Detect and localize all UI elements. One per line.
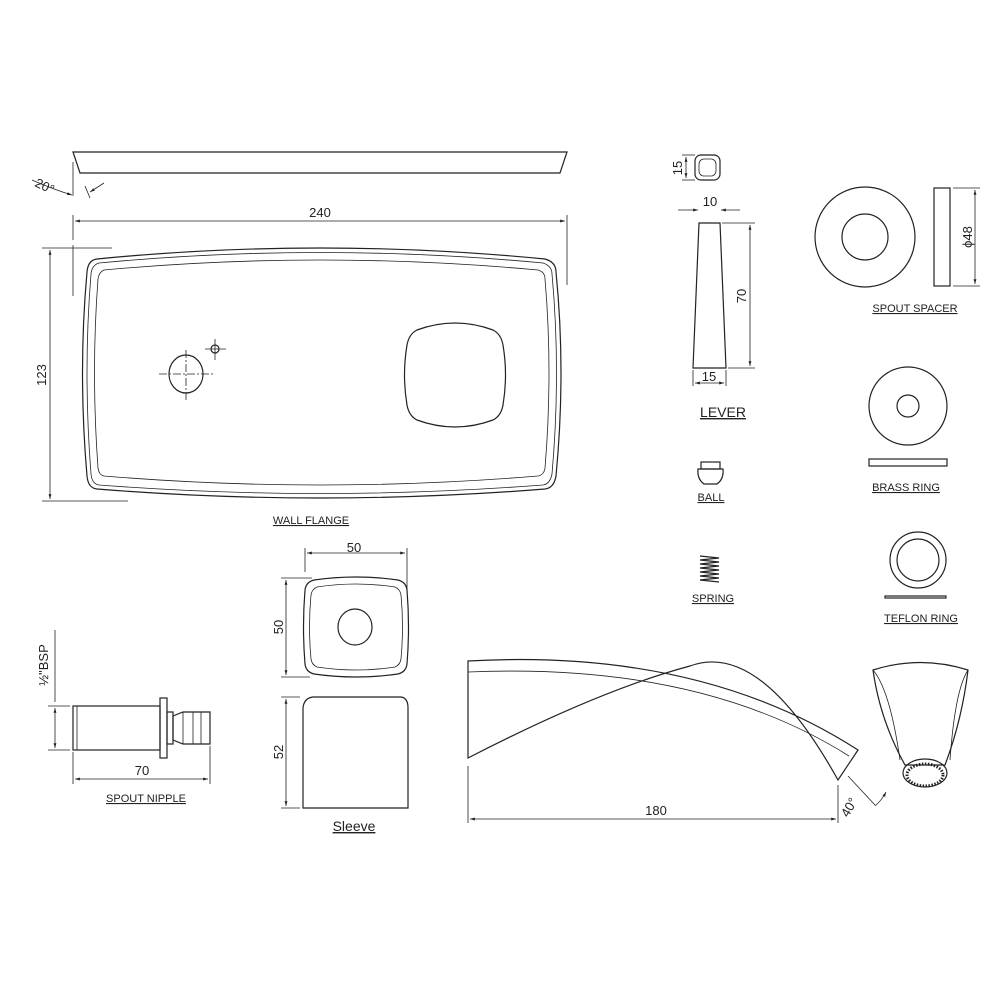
svg-text:½"BSP: ½"BSP xyxy=(36,644,51,685)
spout-length-dimension: 180 xyxy=(645,803,667,818)
svg-text:240: 240 xyxy=(309,205,331,220)
brass-ring-drawing: BRASS RING xyxy=(868,366,948,494)
wall-flange-label: WALL FLANGE xyxy=(273,515,349,527)
flange-width-dimension: 240 xyxy=(72,205,568,285)
spout-nipple-drawing: ½"BSP 70 SPOUT NIPPLE xyxy=(36,630,211,805)
spring-drawing: SPRING xyxy=(692,555,734,605)
spout-drawing: 180 40° xyxy=(467,658,887,823)
spout-nipple-label: SPOUT NIPPLE xyxy=(106,793,186,805)
spring-label: SPRING xyxy=(692,593,734,605)
lever-drawing: 15 10 70 15 LEVER xyxy=(670,154,755,420)
svg-text:50: 50 xyxy=(271,620,286,634)
wall-flange-side-view: 20° xyxy=(31,151,568,199)
spout-spacer-drawing: ϕ48 SPOUT SPACER xyxy=(814,186,980,315)
flange-angle-dimension: 20° xyxy=(33,175,57,197)
lever-cutout xyxy=(403,322,507,428)
svg-text:70: 70 xyxy=(135,763,149,778)
svg-text:50: 50 xyxy=(347,540,361,555)
spout-spacer-label: SPOUT SPACER xyxy=(872,303,957,315)
ball-label: BALL xyxy=(698,492,725,504)
teflon-ring-drawing: TEFLON RING xyxy=(884,531,958,625)
svg-text:ϕ48: ϕ48 xyxy=(960,226,975,248)
sleeve-label: Sleeve xyxy=(333,818,376,834)
ball-drawing: BALL xyxy=(697,461,725,504)
flange-height-dimension: 123 xyxy=(34,364,49,386)
teflon-ring-label: TEFLON RING xyxy=(884,613,958,625)
svg-text:70: 70 xyxy=(734,289,749,303)
lever-label: LEVER xyxy=(700,404,746,420)
svg-text:15: 15 xyxy=(670,161,685,175)
spout-front-view xyxy=(872,661,969,788)
wall-flange-front-view: 123 WALL FLANGE xyxy=(34,245,562,527)
svg-text:10: 10 xyxy=(703,194,717,209)
sleeve-drawing: 50 50 52 Sleeve xyxy=(271,540,410,834)
spout-angle-dimension: 40° xyxy=(838,795,861,820)
svg-text:15: 15 xyxy=(702,369,716,384)
svg-text:52: 52 xyxy=(271,745,286,759)
brass-ring-label: BRASS RING xyxy=(872,482,940,494)
